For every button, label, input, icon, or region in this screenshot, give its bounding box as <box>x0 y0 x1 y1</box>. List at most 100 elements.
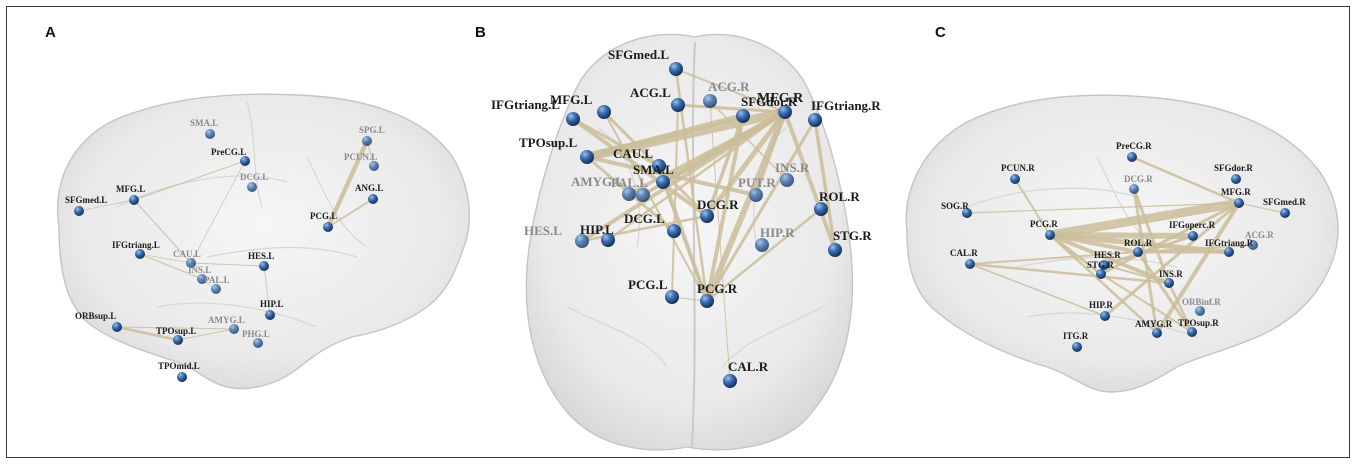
label-c-sfgdor-r: SFGdor.R <box>1214 163 1253 173</box>
label-a-hip-l: HIP.L <box>260 299 283 309</box>
label-c-amyg-r: AMYG.R <box>1135 319 1173 329</box>
node-b-acg-r <box>703 94 717 108</box>
label-c-itg-r: ITG.R <box>1063 331 1089 341</box>
label-a-tposup-l: TPOsup.L <box>156 326 196 336</box>
node-c-sfgdor-r <box>1231 174 1241 184</box>
label-a-dcg-l: DCG.L <box>240 172 268 182</box>
node-a-ang-l <box>368 194 378 204</box>
node-b-sma-l <box>656 175 670 189</box>
node-b-pal-l <box>636 188 650 202</box>
node-a-precg-l <box>240 156 250 166</box>
label-b-ifgtriang-r: IFGtriang.R <box>811 98 881 113</box>
label-a-hes-l: HES.L <box>248 251 274 261</box>
label-b-acg-l: ACG.L <box>630 85 671 100</box>
node-c-ifgtriang-r <box>1224 247 1234 257</box>
label-a-amyg-l: AMYG.L <box>208 315 245 325</box>
node-c-sfgmed-r <box>1280 208 1290 218</box>
node-c-ins-r <box>1164 278 1174 288</box>
label-c-tposup-r: TPOsup.R <box>1178 318 1219 328</box>
label-a-pal-l: PAL.L <box>204 275 230 285</box>
node-a-sma-l <box>205 129 215 139</box>
node-b-rol-r <box>814 202 828 216</box>
node-c-cal-r <box>965 259 975 269</box>
node-a-pcg-l <box>323 222 333 232</box>
node-a-amyg-l <box>229 324 239 334</box>
node-b-ins-r <box>780 173 794 187</box>
label-b-dcg-r: DCG.R <box>697 197 739 212</box>
label-b-acg-r: ACG.R <box>708 79 750 94</box>
label-b-sfgdor-r: SFGdor.R <box>741 94 798 109</box>
label-a-orbsup-l: ORBsup.L <box>75 311 116 321</box>
label-a-pcun-l: PCUN.L <box>344 152 377 162</box>
node-c-precg-r <box>1127 152 1137 162</box>
label-c-sog-r: SOG.R <box>941 201 969 211</box>
node-b-stg-r <box>828 243 842 257</box>
label-a-mfg-l: MFG.L <box>116 184 145 194</box>
node-a-tposup-l <box>173 335 183 345</box>
label-a-cau-l: CAU.L <box>173 249 201 259</box>
label-b-pcg-l: PCG.L <box>628 277 668 292</box>
node-a-phg-l <box>253 338 263 348</box>
label-b-stg-r: STG.R <box>833 228 872 243</box>
label-b-pcg-r: PCG.R <box>697 281 738 296</box>
label-b-hes-l: HES.L <box>524 223 562 238</box>
node-a-dcg-l <box>247 182 257 192</box>
label-c-ifgoperc-r: IFGoperc.R <box>1169 220 1216 230</box>
label-c-cal-r: CAL.R <box>950 248 978 258</box>
label-a-sma-l: SMA.L <box>190 118 218 128</box>
node-a-mfg-l <box>129 195 139 205</box>
label-a-sfgmed-l: SFGmed.L <box>65 195 107 205</box>
node-a-pcun-l <box>369 161 379 171</box>
label-b-sfgmed-l: SFGmed.L <box>608 47 669 62</box>
label-c-pcun-r: PCUN.R <box>1001 163 1035 173</box>
label-c-pcg-r: PCG.R <box>1030 219 1058 229</box>
node-c-pcg-r <box>1045 230 1055 240</box>
label-b-rol-r: ROL.R <box>819 189 860 204</box>
node-c-orbinf-r <box>1195 306 1205 316</box>
label-c-ins-r: INS.R <box>1159 269 1183 279</box>
label-a-tpomid-l: TPOmid.L <box>158 361 200 371</box>
label-a-ang-l: ANG.L <box>355 183 383 193</box>
node-c-hip-r <box>1100 311 1110 321</box>
node-b-acg-l <box>671 98 685 112</box>
node-b-mfg-l <box>597 105 611 119</box>
node-a-hip-l <box>265 310 275 320</box>
node-a-orbsup-l <box>112 322 122 332</box>
node-a-hes-l <box>259 261 269 271</box>
node-b-hip-r <box>755 238 769 252</box>
label-a-phg-l: PHG.L <box>242 329 270 339</box>
label-b-hip-r: HIP.R <box>760 225 795 240</box>
node-b-pcg-r <box>700 294 714 308</box>
node-a-ifgtriang-l <box>135 249 145 259</box>
node-a-spg-l <box>362 136 372 146</box>
label-b-pal-l: PAL.L <box>611 175 648 190</box>
node-c-pcun-r <box>1010 174 1020 184</box>
brain-network-figure: SMA.LSPG.LPreCG.LPCUN.LDCG.LMFG.LSFGmed.… <box>7 7 1351 459</box>
node-b-sfgmed-l <box>669 62 683 76</box>
node-b-put-r <box>749 188 763 202</box>
label-b-mfg-l: MFG.L <box>550 92 593 107</box>
label-a-ins-l: INS.L <box>188 265 211 275</box>
label-b-cau-l: CAU.L <box>613 146 653 161</box>
node-b-pcg-l <box>665 290 679 304</box>
label-c-sfgmed-r: SFGmed.R <box>1263 197 1306 207</box>
node-c-dcg-r <box>1129 184 1139 194</box>
label-a-ifgtriang-l: IFGtriang.L <box>112 240 160 250</box>
label-c-ifgtriang-r: IFGtriang.R <box>1205 238 1254 248</box>
label-a-pcg-l: PCG.L <box>310 211 337 221</box>
label-c-rol-r: ROL.R <box>1124 238 1153 248</box>
figure-frame: A B C <box>6 6 1350 458</box>
label-c-stg-r: STG.R <box>1087 260 1114 270</box>
label-a-precg-l: PreCG.L <box>211 147 246 157</box>
node-c-mfg-r <box>1234 198 1244 208</box>
node-c-rol-r <box>1133 247 1143 257</box>
label-c-orbinf-r: ORBinf.R <box>1182 297 1221 307</box>
node-c-tposup-r <box>1187 327 1197 337</box>
node-b-ifgtriang-r <box>808 113 822 127</box>
node-b-cal-r <box>723 374 737 388</box>
label-c-precg-r: PreCG.R <box>1116 141 1152 151</box>
label-b-tposup-l: TPOsup.L <box>519 135 577 150</box>
node-c-amyg-r <box>1152 328 1162 338</box>
node-b-ifgtriang-l <box>566 112 580 126</box>
node-a-sfgmed-l <box>74 206 84 216</box>
